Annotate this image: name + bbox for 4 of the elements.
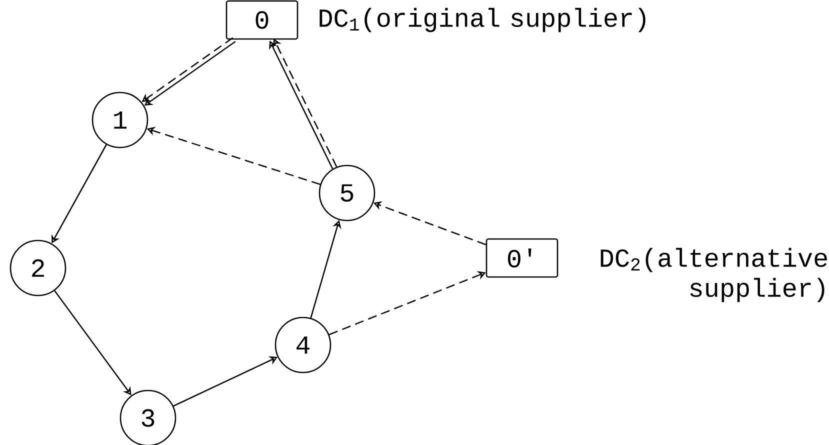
supplier-label: DC$_{1}$(original supplier) [320,8,646,32]
depot-box: 0' [486,238,558,278]
depot-box: 0 [226,0,298,40]
supplier-label: DC$_{2}$(alternative supplier) [600,248,827,302]
